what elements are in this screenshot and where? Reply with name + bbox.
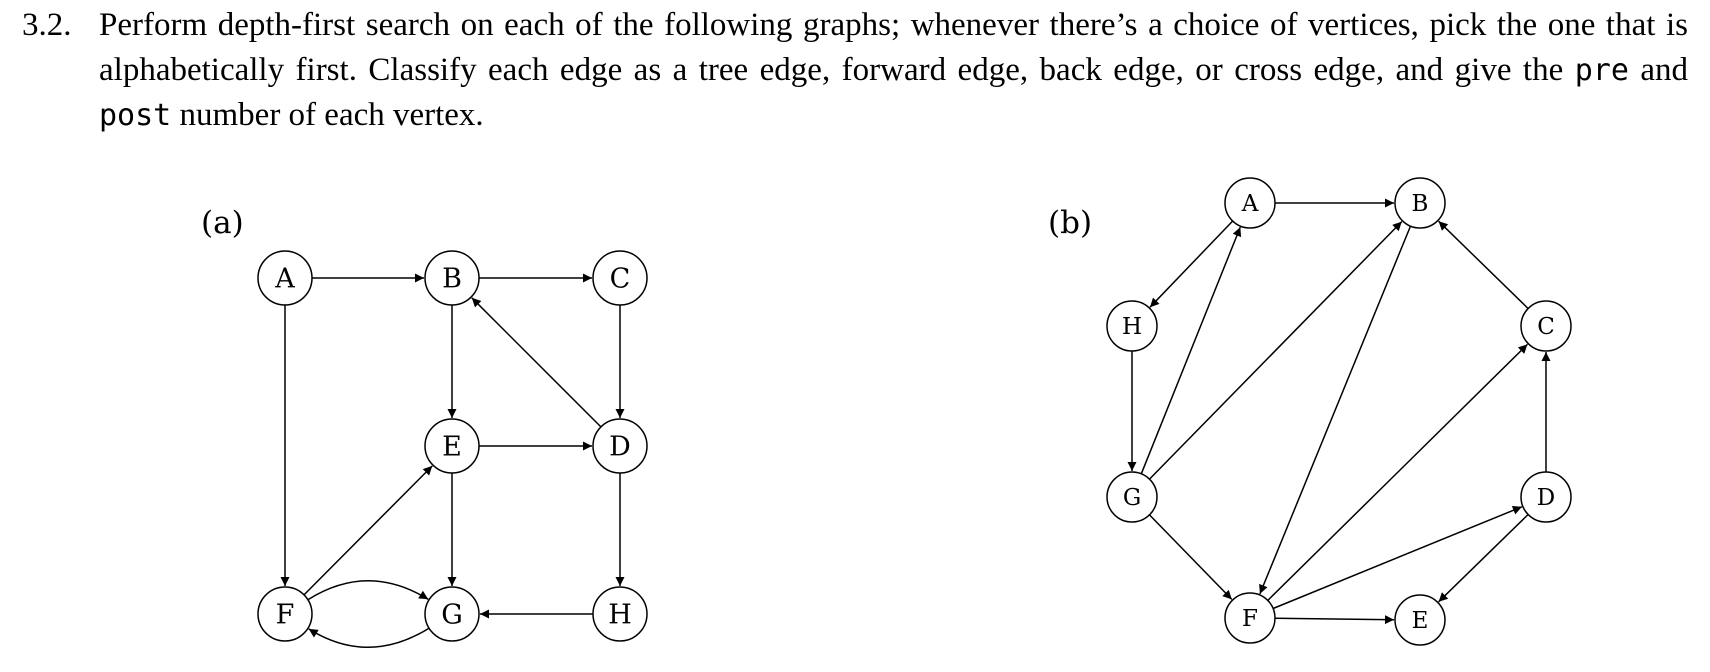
graph-b-node-e: E	[1394, 594, 1446, 646]
graph-a-node-a-circle	[257, 250, 313, 306]
graph-b-edge-f-c	[1267, 343, 1529, 601]
code-post: post	[99, 98, 172, 133]
graph-b-node-h-circle	[1106, 300, 1158, 352]
graph-a-node-f-circle	[257, 586, 313, 642]
graph-a-node-f: F	[257, 586, 313, 642]
problem-text-part-1: Perform depth-first search on each of th…	[99, 7, 1688, 88]
graph-b-node-d: D	[1520, 471, 1572, 523]
graph-b-node-h: H	[1106, 300, 1158, 352]
graph-b-node-b-circle	[1394, 177, 1446, 229]
graph-a-node-b-label: B	[442, 264, 462, 295]
graph-b-label: (b)	[1048, 205, 1092, 241]
problem-number: 3.2.	[22, 7, 72, 43]
graph-b-edge-f-d	[1272, 506, 1523, 610]
graph-a-edges	[280, 273, 625, 649]
graph-a-node-g-label: G	[441, 600, 463, 631]
code-pre: pre	[1574, 53, 1629, 88]
graph-b-nodes: A B C D E F G H	[1106, 177, 1572, 646]
graph-b-node-g: G	[1106, 471, 1158, 523]
graph-a-node-c-circle	[592, 250, 648, 306]
graph-a-node-e-label: E	[442, 432, 462, 463]
graph-b-edge-g-b	[1148, 221, 1403, 480]
graph-b-edges	[1127, 198, 1551, 625]
graph-b-node-f: F	[1224, 592, 1276, 644]
graph-a-nodes: A B C D E F G H	[257, 250, 648, 642]
problem-text-and: and	[1628, 52, 1688, 88]
graph-b-node-b-label: B	[1412, 191, 1429, 217]
graph-a-node-a-label: A	[274, 264, 295, 295]
problem-statement: 3.2. Perform depth-first search on each …	[22, 3, 1688, 138]
graph-b-node-e-label: E	[1412, 608, 1429, 634]
graph-a-node-c-label: C	[610, 264, 631, 295]
graph-b-edge-c-b	[1438, 220, 1529, 310]
graph-a-node-d-label: D	[609, 432, 631, 463]
graph-b-node-a-label: A	[1241, 191, 1259, 217]
graph-a: (a) A B C D E F G H	[201, 205, 648, 649]
graph-b-node-e-circle	[1394, 594, 1446, 646]
graph-b-node-c: C	[1520, 300, 1572, 352]
graph-b-node-c-label: C	[1537, 314, 1555, 340]
graph-b-node-a-circle	[1224, 177, 1276, 229]
graph-b-edge-g-a	[1140, 226, 1242, 475]
graph-b-node-c-circle	[1520, 300, 1572, 352]
graph-b-node-d-circle	[1520, 471, 1572, 523]
graph-b-node-a: A	[1224, 177, 1276, 229]
graph-a-node-g: G	[424, 586, 480, 642]
problem-text: Perform depth-first search on each of th…	[99, 3, 1688, 138]
graph-b-node-d-label: D	[1537, 485, 1555, 511]
graph-a-edge-g-f	[308, 627, 430, 649]
graph-a-node-f-label: F	[276, 600, 295, 631]
graph-a-node-h-label: H	[608, 600, 632, 631]
graph-b-node-f-label: F	[1242, 606, 1258, 632]
graph-a-edge-d-b	[471, 297, 602, 428]
graph-a-node-g-circle	[424, 586, 480, 642]
graph-b-edge-b-f	[1259, 225, 1412, 595]
graph-a-node-b-circle	[424, 250, 480, 306]
graph-b-edge-f-e	[1274, 615, 1395, 625]
graph-a-node-h-circle	[592, 586, 648, 642]
graph-a-edge-f-e	[303, 465, 433, 596]
graph-b-edge-a-h	[1149, 220, 1234, 308]
graph-b-edge-g-f	[1148, 514, 1233, 600]
graph-b-node-b: B	[1394, 177, 1446, 229]
graph-a-node-d: D	[592, 418, 648, 474]
graph-b-node-g-label: G	[1123, 485, 1141, 511]
graph-b-node-g-circle	[1106, 471, 1158, 523]
graph-a-node-a: A	[257, 250, 313, 306]
problem-text-part-2: number of each vertex.	[171, 97, 484, 133]
graph-a-node-e-circle	[424, 418, 480, 474]
graph-a-node-h: H	[592, 586, 648, 642]
graph-b: (b) A B C D E F G H	[1048, 177, 1572, 646]
graph-a-node-d-circle	[592, 418, 648, 474]
graph-b-node-f-circle	[1224, 592, 1276, 644]
graph-a-node-e: E	[424, 418, 480, 474]
graph-a-label: (a)	[201, 205, 244, 241]
graph-b-node-h-label: H	[1122, 314, 1142, 340]
graph-a-node-b: B	[424, 250, 480, 306]
graph-b-edge-d-e	[1438, 513, 1529, 603]
graph-a-node-c: C	[592, 250, 648, 306]
graph-a-edge-f-g	[307, 580, 429, 601]
